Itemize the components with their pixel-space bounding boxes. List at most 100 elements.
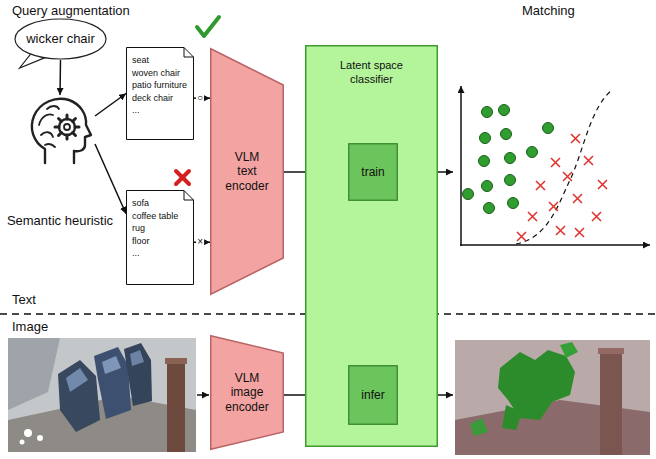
node-text: train [361,165,384,180]
text-block: sofacoffee tablerugfloor... [126,190,194,285]
term-list: sofacoffee tablerugfloor... [126,190,194,285]
positive-points [463,105,554,214]
point [549,202,558,211]
decision-boundary [516,90,612,244]
segmentation-mask [470,418,488,436]
node-text: Latent space classifier [324,59,419,87]
connector [194,242,210,244]
point [482,181,493,192]
head-outline [32,99,91,163]
image-background [8,338,196,452]
point [563,172,572,181]
chair-highlight [66,368,88,392]
node-text: VLM text encoder [224,150,270,193]
node-text: wicker chair [26,31,95,47]
speckle [20,440,25,445]
speech-bubble: wicker chair [14,18,107,60]
encoder-block: VLM text encoder [210,48,284,295]
point [482,107,493,118]
segmentation-mask [560,342,578,358]
text-block: infer [348,365,398,425]
output-image [455,340,650,455]
post [167,362,185,452]
node-text: deck chair [132,92,173,105]
document-fold [184,191,194,201]
edge-label: ○ [196,93,204,103]
post-cap [598,348,624,354]
node-text: ... [132,247,140,260]
y-axis [460,86,462,246]
classifier-panel: Latent space classifier train infer [305,45,438,447]
image-background [455,340,650,455]
panel-rect [306,46,438,447]
section-label: Query augmentation [12,3,130,19]
point [501,129,512,140]
chair-highlight [102,356,121,374]
point [536,181,545,190]
point [571,134,580,143]
text-block: wicker chair [14,18,107,60]
point [517,232,526,241]
connector [95,144,126,214]
arrow [197,394,209,396]
check-mark [197,17,219,36]
node-text: floor [132,235,150,248]
cross-stroke [176,171,189,184]
encoder-trapezoid [211,336,284,450]
point [479,156,490,167]
chair [124,343,152,406]
point [508,198,519,209]
text-block: VLM text encoder [210,48,284,295]
node-text: woven chair [132,67,180,80]
chair-highlight [130,350,144,366]
document-outline [127,191,194,285]
negative-points [517,134,607,241]
cross-stroke [176,171,189,184]
box-rect [349,366,398,425]
document-outline [127,48,194,140]
point [484,203,495,214]
text-block: VLM image encoder [210,335,284,450]
input-image [8,338,196,452]
connector [194,97,210,99]
segmentation-mask [502,405,522,430]
post-cap [165,358,187,364]
connector [95,94,126,117]
box-rect [349,144,398,201]
point [543,123,554,134]
process-box: train [348,143,398,201]
gear-teeth [55,115,79,139]
point [499,105,510,116]
connector [59,60,61,95]
process-box: infer [348,365,398,425]
document-fold [184,48,194,58]
node-shape [25,95,95,165]
point [463,189,474,200]
node-text: seat [132,54,149,67]
section-label: Text [12,292,36,308]
heuristic-icon: Semantic heuristic [25,95,95,165]
post [600,352,622,455]
speckle [37,435,43,441]
node-text: VLM image encoder [224,371,270,414]
encoder-block: VLM image encoder [210,335,284,450]
term-list: seatwoven chairpatio furnituredeck chair… [126,47,194,140]
scatter-plot [460,86,650,246]
point [527,147,538,158]
point [584,156,593,165]
point [575,228,584,237]
speckle [24,429,32,437]
point [556,226,565,235]
node-text: ... [132,104,140,117]
point [505,175,516,186]
node-text: coffee table [132,210,178,223]
point [592,212,601,221]
point [573,194,582,203]
node-text: sofa [132,197,149,210]
node-text: infer [361,388,384,403]
wall [8,338,60,410]
node-text: Semantic heuristic [7,213,113,229]
x-axis [460,244,650,246]
section-label: Matching [522,3,575,19]
